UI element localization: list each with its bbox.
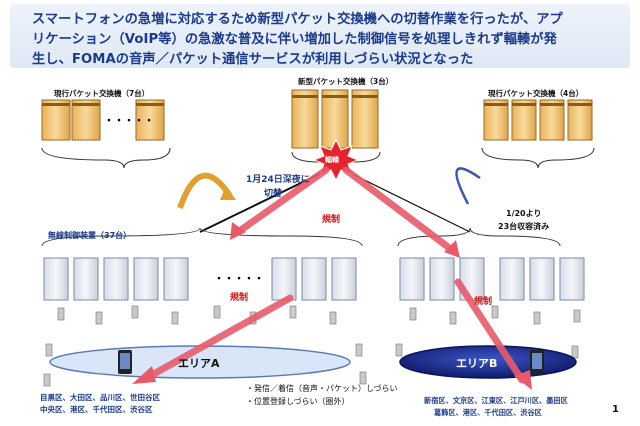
current-switches-right xyxy=(483,99,593,141)
right-note-2: 23台収容済み xyxy=(498,222,550,231)
congestion-label: 輻輳 xyxy=(325,156,339,164)
control-label-top: 規制 xyxy=(322,215,341,225)
rnc-label: 無線制御装置（37台） xyxy=(48,231,132,240)
left-dots: ・・・・・ xyxy=(104,116,154,127)
control-label-left: 規制 xyxy=(230,293,249,303)
migrated-arrow xyxy=(455,167,481,205)
rnc-dots: ・・・・・ xyxy=(214,274,264,285)
right-wards-1: 新宿区、文京区、江東区、江戸川区、墨田区 xyxy=(424,396,568,405)
current-switches-left xyxy=(41,99,165,141)
current-left-label: 現行パケット交換機（7台） xyxy=(54,89,150,98)
control-arrows xyxy=(146,166,526,384)
rnc-brace-left xyxy=(41,227,363,247)
phone-right xyxy=(530,350,544,374)
symptom-2: ・位置登録しづらい（圏外） xyxy=(246,397,350,406)
right-wards-2: 葛飾区、港区、千代田区、渋谷区 xyxy=(434,408,542,417)
left-wards-2: 中央区、港区、千代田区、渋谷区 xyxy=(40,405,153,414)
right-brace xyxy=(481,147,595,169)
new-switch-label: 新型パケット交換機（3台） xyxy=(298,77,394,86)
switch-note-2: 切替 xyxy=(264,189,283,199)
summary-line-2: リケーション（VoIP等）の急激な普及に伴い増加した制御信号を処理しきれず輻輳が… xyxy=(32,32,557,47)
control-label-right: 規制 xyxy=(474,297,493,307)
current-right-label: 現行パケット交換機（4台） xyxy=(488,89,584,98)
new-switches xyxy=(291,89,379,149)
summary-line-1: スマートフォンの急増に対応するため新型パケット交換機への切替作業を行ったが、アプ xyxy=(32,12,563,27)
switch-note-1: 1月24日深夜に xyxy=(246,175,310,185)
area-b-label: エリアB xyxy=(456,357,498,370)
rnc-racks xyxy=(43,257,585,301)
summary-banner: スマートフォンの急増に対応するため新型パケット交換機への切替作業を行ったが、アプ… xyxy=(10,4,630,68)
right-note-1: 1/20より xyxy=(506,209,542,218)
left-wards-1: 目黒区、大田区、品川区、世田谷区 xyxy=(40,393,160,402)
switch-arrow xyxy=(177,172,233,209)
phone-left xyxy=(118,350,132,374)
page-number: 1 xyxy=(612,404,619,415)
left-brace xyxy=(41,147,171,169)
symptom-1: ・発信／着信（音声・パケット）しづらい xyxy=(246,384,398,393)
rnc-brace-right xyxy=(397,227,561,247)
area-a-label: エリアA xyxy=(178,357,220,370)
summary-line-3: 生し、FOMAの音声／パケット通信サービスが利用しづらい状況となった xyxy=(32,52,474,67)
